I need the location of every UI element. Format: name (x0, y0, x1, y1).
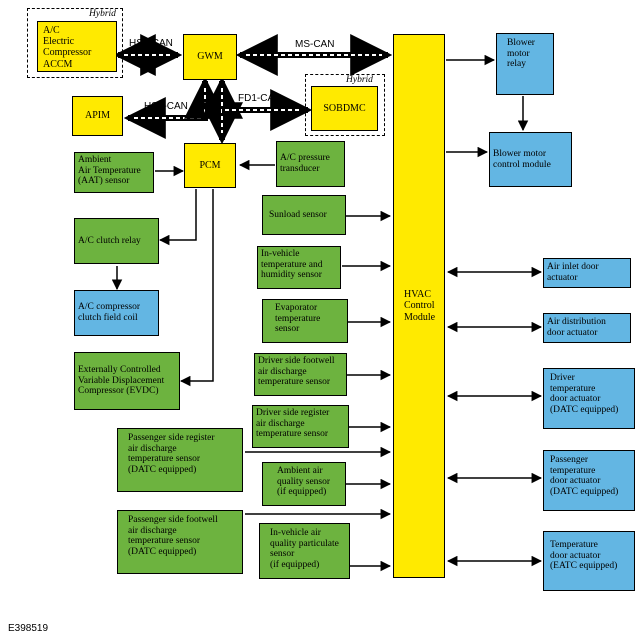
hs1-can-label: HS1-CAN (129, 38, 173, 49)
hybrid-label-top: Hybrid (89, 9, 116, 19)
hybrid-group-sobdmc (305, 74, 385, 136)
driver-temperature-door-actuator: Driver temperature door actuator (DATC e… (543, 368, 635, 429)
evaporator-temperature-sensor: Evaporator temperature sensor (262, 299, 348, 343)
hs3-can-label: HS3-CAN (144, 101, 188, 112)
passenger-footwell-sensor: Passenger side footwell air discharge te… (117, 510, 243, 574)
ambient-air-quality-sensor: Ambient air quality sensor (if equipped) (262, 462, 346, 506)
blower-motor-control-module: Blower motor control module (489, 132, 572, 187)
ac-clutch-relay: A/C clutch relay (74, 218, 159, 264)
gwm-module: GWM (183, 34, 237, 80)
hybrid-label-sobdmc: Hybrid (346, 75, 373, 85)
apim-module: APIM (72, 96, 123, 136)
pcm-module: PCM (184, 143, 236, 188)
hvac-control-module: HVAC Control Module (393, 34, 445, 578)
in-vehicle-air-quality-particulate-sensor: In-vehicle air quality particulate senso… (259, 523, 350, 579)
aat-sensor: Ambient Air Temperature (AAT) sensor (74, 152, 154, 193)
driver-footwell-sensor: Driver side footwell air discharge tempe… (254, 353, 347, 396)
ac-compressor-clutch-field-coil: A/C compressor clutch field coil (74, 290, 159, 336)
ms-can-label: MS-CAN (295, 39, 335, 50)
fd1-can-label: FD1-CAN (238, 93, 282, 104)
blower-motor-relay: Blower motor relay (496, 33, 554, 95)
accm-module: A/C Electric Compressor ACCM (37, 21, 117, 72)
passenger-register-sensor: Passenger side register air discharge te… (117, 428, 243, 492)
ac-pressure-transducer: A/C pressure transducer (276, 141, 345, 187)
figure-id: E398519 (8, 623, 49, 634)
hybrid-group-accm (27, 8, 123, 78)
passenger-temperature-door-actuator: Passenger temperature door actuator (DAT… (543, 450, 635, 511)
signal-lines (111, 54, 543, 572)
sunload-sensor: Sunload sensor (262, 195, 346, 235)
sobdmc-module: SOBDMC (311, 86, 378, 131)
air-inlet-door-actuator: Air inlet door actuator (543, 258, 631, 288)
evdc-compressor: Externally Controlled Variable Displacem… (74, 352, 180, 410)
temperature-door-actuator: Temperature door actuator (EATC equipped… (543, 531, 635, 591)
network-busses (113, 34, 393, 145)
driver-register-sensor: Driver side register air discharge tempe… (252, 405, 349, 448)
in-vehicle-temperature-humidity-sensor: In-vehicle temperature and humidity sens… (257, 246, 341, 289)
air-distribution-door-actuator: Air distribution door actuator (543, 313, 631, 343)
